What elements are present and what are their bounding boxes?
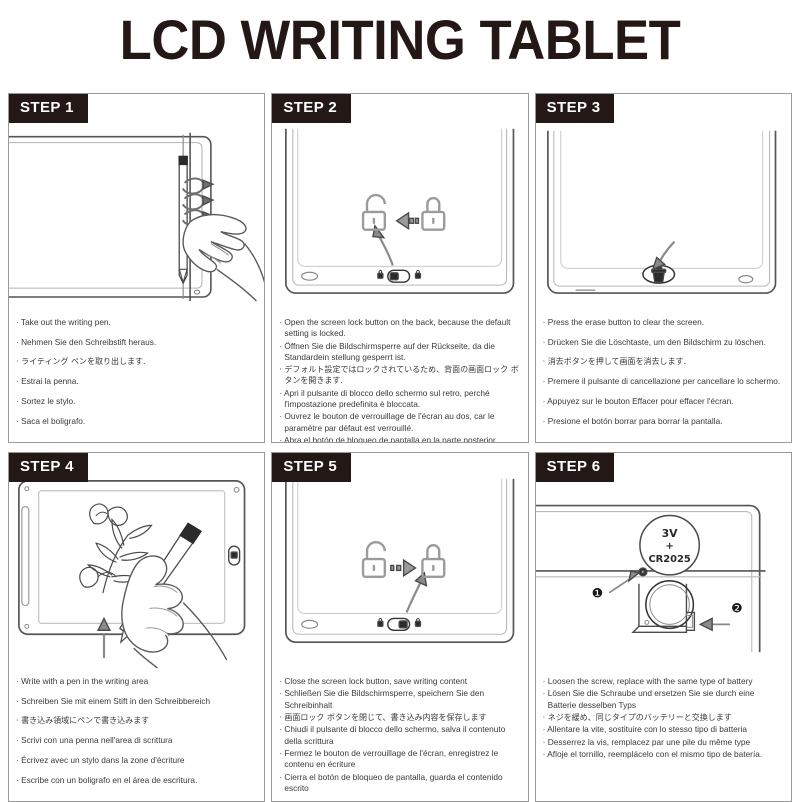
step-2-line-es: · Abra el botón de bloqueo de pantalla e… bbox=[279, 434, 498, 443]
step-4-illustration bbox=[9, 453, 264, 671]
step-3-line-fr: · Appuyez sur le bouton Effacer pour eff… bbox=[542, 395, 734, 406]
step-5-line-en: · Close the screen lock button, save wri… bbox=[279, 676, 468, 686]
step-6-line-en: · Loosen the screw, replace with the sam… bbox=[542, 676, 753, 686]
step-badge-2: STEP 2 bbox=[272, 94, 352, 123]
step-panel-4: STEP 4 bbox=[8, 452, 266, 802]
step-6-line-de: · Lösen Sie die Schraube und ersetzen Si… bbox=[542, 688, 755, 710]
step-2-line-de: · Öffnen Sie die Bildschirmsperre auf de… bbox=[279, 340, 495, 362]
step-5-illustration bbox=[272, 453, 527, 671]
step-2-illustration bbox=[272, 94, 527, 312]
step-6-line-ja: · ネジを緩め、同じタイプのバッテリーと交換します bbox=[542, 712, 732, 722]
step-4-text-block: · Write with a pen in the writing area ·… bbox=[9, 671, 264, 801]
step-5-line-it: · Chiudi il pulsante di blocco dello sch… bbox=[279, 724, 506, 746]
step-5-line-fr: · Fermez le bouton de verrouillage de l'… bbox=[279, 747, 499, 770]
step-2-line-en: · Open the screen lock button on the bac… bbox=[279, 317, 511, 339]
step-3-illustration bbox=[536, 94, 791, 312]
battery-polarity-label: + bbox=[665, 541, 673, 552]
step-6-line-es: · Afloje el tornillo, reemplácelo con el… bbox=[542, 749, 763, 760]
step-4-line-it: · Scrivi con una penna nell'area di scri… bbox=[16, 735, 173, 746]
step-panel-2: STEP 2 bbox=[271, 93, 529, 443]
step-badge-1: STEP 1 bbox=[9, 94, 88, 123]
step-6-line-it: · Allentare la vite, sostituire con lo s… bbox=[542, 724, 747, 735]
step-badge-3: STEP 3 bbox=[535, 94, 615, 123]
step-4-line-de: · Schreiben Sie mit einem Stift in den S… bbox=[16, 695, 211, 706]
step-6-illustration: 3V + CR2025 ❶ bbox=[535, 453, 791, 671]
step-panel-3: STEP 3 bbox=[534, 93, 792, 443]
step-4-line-ja: · 書き込み領域にペンで書き込みます bbox=[16, 716, 150, 726]
callout-screw-label: ❶ bbox=[591, 587, 603, 602]
battery-model-label: CR2025 bbox=[648, 554, 690, 565]
step-2-line-fr: · Ouvrez le bouton de verrouillage de l'… bbox=[279, 411, 495, 433]
step-panel-1: STEP 1 bbox=[8, 93, 266, 443]
steps-grid: STEP 1 bbox=[8, 93, 792, 802]
step-1-text-block: · Take out the writing pen. · Nehmen Sie… bbox=[9, 312, 264, 442]
step-1-line-en: · Take out the writing pen. bbox=[16, 317, 111, 327]
step-badge-5: STEP 5 bbox=[272, 453, 352, 482]
step-6-text-block: · Loosen the screw, replace with the sam… bbox=[536, 671, 791, 801]
step-2-text-block: · Open the screen lock button on the bac… bbox=[272, 312, 527, 442]
step-3-line-ja: · 消去ボタンを押して画面を消去します. bbox=[542, 357, 687, 367]
step-1-illustration bbox=[9, 94, 265, 312]
step-1-line-es: · Saca el boligrafo. bbox=[16, 415, 86, 426]
step-6-line-fr: · Desserrez la vis, remplacez par une pi… bbox=[542, 736, 751, 747]
step-5-text-block: · Close the screen lock button, save wri… bbox=[272, 671, 527, 801]
battery-voltage-label: 3V bbox=[661, 527, 678, 540]
step-3-line-en: · Press the erase button to clear the sc… bbox=[542, 317, 705, 327]
step-1-line-it: · Estrai la penna. bbox=[16, 376, 79, 387]
step-badge-6: STEP 6 bbox=[535, 453, 615, 482]
step-5-line-ja: · 画面ロック ボタンを閉じて、書き込み内容を保存します bbox=[279, 712, 487, 722]
step-1-line-fr: · Sortez le stylo. bbox=[16, 395, 76, 406]
step-3-text-block: · Press the erase button to clear the sc… bbox=[536, 312, 791, 442]
step-4-line-en: · Write with a pen in the writing area bbox=[16, 676, 149, 686]
page-title: LCD WRITING TABLET bbox=[119, 8, 681, 71]
step-2-line-ja: · デフォルト設定ではロックされているため、背面の画面ロック ボタンを開きます. bbox=[279, 365, 519, 386]
step-3-line-es: · Presione el botón borrar para borrar l… bbox=[542, 415, 723, 426]
callout-tray-label: ❷ bbox=[731, 601, 743, 616]
step-1-line-de: · Nehmen Sie den Schreibstift heraus. bbox=[16, 336, 157, 347]
step-3-line-de: · Drücken Sie die Löschtaste, um den Bil… bbox=[542, 336, 766, 347]
step-panel-5: STEP 5 bbox=[271, 452, 529, 802]
step-4-line-fr: · Écrivez avec un stylo dans la zone d'é… bbox=[16, 754, 185, 765]
step-1-line-ja: · ライティング ペンを取り出します. bbox=[16, 357, 146, 367]
step-panel-6: STEP 6 3V + CR2025 bbox=[534, 452, 792, 802]
step-5-line-es: · Cierra el botón de bloqueo de pantalla… bbox=[279, 771, 503, 793]
step-3-line-it: · Premere il pulsante di cancellazione p… bbox=[542, 376, 781, 387]
step-4-line-es: · Escribe con un boligrafo en el área de… bbox=[16, 774, 198, 785]
step-badge-4: STEP 4 bbox=[9, 453, 88, 482]
step-2-line-it: · Apri il pulsante di blocco dello scher… bbox=[279, 387, 490, 409]
step-5-line-de: · Schließen Sie die Bildschirmsperre, sp… bbox=[279, 688, 485, 710]
